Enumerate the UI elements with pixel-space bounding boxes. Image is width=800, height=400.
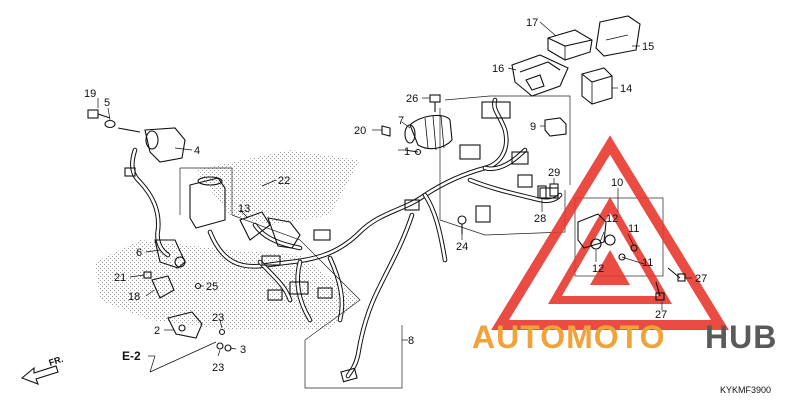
callout-13: 13: [238, 203, 250, 215]
frame-shading: [95, 150, 360, 330]
clip-20: [381, 125, 391, 137]
watermark-text-b: HUB: [705, 319, 777, 355]
watermark: AUTOMOTO HUB: [472, 135, 777, 355]
section-ref: E-2: [122, 349, 141, 363]
spark-plug-cap: [154, 239, 186, 269]
callout-2: 2: [154, 325, 160, 337]
bolt-27-a: [667, 267, 686, 282]
main-wire-harness: [207, 97, 563, 383]
rubber-boot: [404, 114, 453, 151]
watermark-text-a: AUTOMOTO: [472, 319, 665, 355]
bolt-26: [429, 94, 441, 112]
callout-27a: 27: [695, 273, 707, 285]
cover-15: [595, 15, 641, 57]
connector-9: [544, 117, 567, 137]
callout-12b: 12: [592, 263, 604, 275]
washer-5: [104, 119, 116, 129]
callout-1: 1: [404, 146, 410, 158]
callout-8: 8: [408, 335, 414, 347]
callout-15: 15: [642, 41, 654, 53]
leader-lines: [97, 21, 692, 373]
callout-24: 24: [456, 241, 468, 253]
callout-14: 14: [620, 83, 632, 95]
callout-10: 10: [611, 177, 623, 189]
callout-27b: 27: [655, 309, 667, 321]
callout-numbers: 1 2 3 4 5 6 7 8 9 10 11 11 12 12 13 14 1…: [84, 17, 707, 374]
callout-16: 16: [492, 63, 504, 75]
callout-19: 19: [84, 88, 96, 100]
callout-21: 21: [114, 272, 126, 284]
front-arrow: FR.: [20, 354, 65, 385]
callout-29: 29: [548, 167, 560, 179]
callout-26: 26: [406, 93, 418, 105]
callout-3: 3: [240, 344, 246, 356]
fuse-29: [549, 183, 559, 197]
callout-12a: 12: [606, 213, 618, 225]
screw-1: [404, 148, 422, 156]
callout-5: 5: [104, 97, 110, 109]
callout-23b: 23: [212, 362, 224, 374]
callout-28: 28: [534, 213, 546, 225]
connector-block-16: [511, 54, 569, 97]
callout-17: 17: [526, 17, 538, 29]
starter-relay-10: [577, 213, 638, 261]
relay-14: [581, 67, 613, 105]
bolt-27-b: [655, 281, 665, 301]
ignition-coil: [117, 127, 186, 258]
callout-11a: 11: [628, 223, 639, 235]
relay-17: [547, 29, 593, 61]
bolt-19: [87, 109, 111, 119]
screw-24: [457, 215, 467, 234]
callout-9: 9: [530, 121, 536, 133]
callout-6: 6: [136, 247, 142, 259]
callout-18: 18: [128, 291, 140, 303]
callout-20: 20: [354, 125, 366, 137]
callout-25: 25: [206, 281, 218, 293]
callout-23a: 23: [212, 312, 224, 324]
front-arrow-label: FR.: [48, 354, 65, 368]
battery-unit: [189, 176, 301, 249]
callout-22: 22: [278, 175, 290, 187]
diagram-code: KYKMF3900: [720, 385, 771, 395]
callout-11b: 11: [642, 257, 653, 269]
callout-7: 7: [398, 115, 404, 127]
callout-4: 4: [194, 145, 200, 157]
